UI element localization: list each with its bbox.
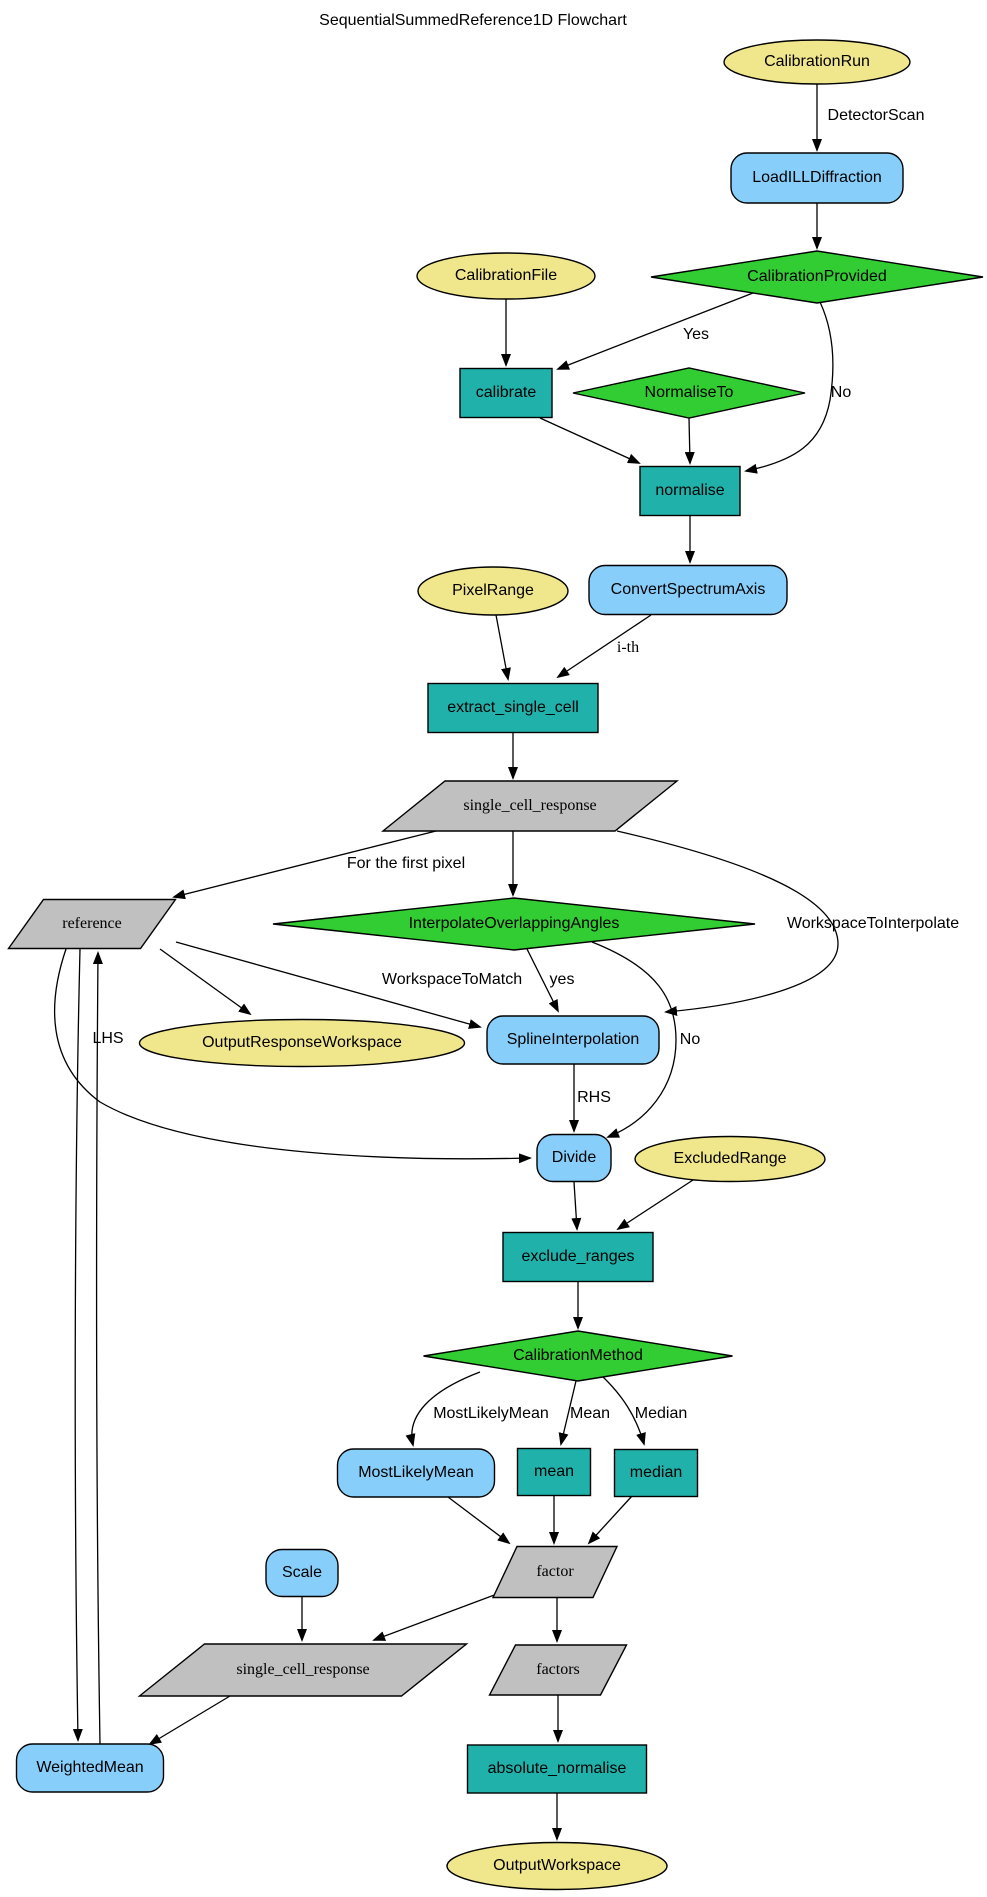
edge-label-single_cell_response_1-spline_interpolation: WorkspaceToInterpolate bbox=[786, 915, 960, 933]
node-divide bbox=[536, 1133, 612, 1183]
edge-label-calibration_provided-calibrate: Yes bbox=[682, 326, 710, 344]
edge-interpolate_overlapping_angles-spline_interpolation bbox=[526, 948, 559, 1013]
edge-calibration_provided-normalise bbox=[744, 301, 834, 474]
node-single_cell_response_2 bbox=[137, 1643, 469, 1697]
edge-single_cell_response_1-spline_interpolation bbox=[616, 830, 839, 1016]
edge-label-single_cell_response_1-reference: For the first pixel bbox=[346, 855, 466, 873]
node-label-exclude_ranges: exclude_ranges bbox=[521, 1248, 635, 1266]
node-label-output_workspace: OutputWorkspace bbox=[493, 1857, 621, 1875]
edge-most_likely_mean-factor bbox=[447, 1496, 511, 1545]
edge-reference-spline_interpolation bbox=[175, 941, 482, 1029]
edge-calibrate-normalise bbox=[539, 417, 641, 464]
node-label-calibrate: calibrate bbox=[475, 384, 537, 402]
edge-reference-weighted_mean bbox=[72, 948, 83, 1742]
node-label-load_ill_diffraction: LoadILLDiffraction bbox=[752, 169, 882, 187]
node-label-divide: Divide bbox=[551, 1149, 597, 1167]
node-label-factors: factors bbox=[536, 1661, 580, 1679]
node-label-calibration_method: CalibrationMethod bbox=[513, 1347, 643, 1365]
edge-excluded_range-exclude_ranges bbox=[616, 1179, 694, 1231]
node-label-normalise_to: NormaliseTo bbox=[644, 384, 734, 402]
edge-label-interpolate_overlapping_angles-divide: No bbox=[679, 1031, 701, 1049]
edge-label-calibration_method-most_likely_mean: MostLikelyMean bbox=[433, 1405, 549, 1423]
node-median bbox=[613, 1448, 699, 1498]
node-calibration_provided bbox=[650, 250, 984, 304]
node-label-most_likely_mean: MostLikelyMean bbox=[358, 1464, 474, 1482]
edge-label-spline_interpolation-divide: RHS bbox=[577, 1089, 611, 1107]
node-label-extract_single_cell: extract_single_cell bbox=[447, 699, 579, 717]
node-label-median: median bbox=[629, 1464, 683, 1482]
node-normalise bbox=[639, 465, 741, 517]
node-label-calibration_provided: CalibrationProvided bbox=[747, 268, 887, 286]
node-label-factor: factor bbox=[536, 1563, 574, 1581]
edge-calibration_method-median bbox=[601, 1375, 646, 1446]
edge-label-calibration_method-median: Median bbox=[634, 1405, 688, 1423]
edge-label-calibration_run-load_ill_diffraction: DetectorScan bbox=[827, 107, 925, 125]
node-label-reference: reference bbox=[62, 915, 122, 933]
node-label-calibration_run: CalibrationRun bbox=[764, 53, 870, 71]
edge-interpolate_overlapping_angles-divide bbox=[591, 941, 677, 1138]
edge-label-convert_spectrum_axis-extract_single_cell: i-th bbox=[616, 639, 640, 657]
edge-label-reference-spline_interpolation: WorkspaceToMatch bbox=[381, 971, 523, 989]
edge-calibration_method-most_likely_mean bbox=[405, 1371, 481, 1447]
node-label-interpolate_overlapping_angles: InterpolateOverlappingAngles bbox=[408, 915, 620, 933]
edge-calibration_provided-calibrate bbox=[556, 292, 754, 370]
node-calibrate bbox=[459, 367, 553, 419]
edge-reference-output_response_workspace bbox=[159, 948, 252, 1016]
node-output_workspace bbox=[446, 1841, 668, 1891]
edge-median-factor bbox=[587, 1495, 633, 1545]
node-label-calibration_file: CalibrationFile bbox=[454, 267, 558, 285]
node-factors bbox=[488, 1644, 628, 1696]
edge-label-reference-divide: LHS bbox=[92, 1030, 124, 1048]
node-label-output_response_workspace: OutputResponseWorkspace bbox=[202, 1034, 402, 1052]
node-output_response_workspace bbox=[138, 1018, 466, 1068]
node-spline_interpolation bbox=[486, 1015, 660, 1065]
edge-normalise_to-normalise bbox=[684, 417, 695, 465]
node-exclude_ranges bbox=[502, 1231, 654, 1283]
node-scale bbox=[265, 1548, 339, 1598]
node-load_ill_diffraction bbox=[730, 152, 904, 204]
edge-calibration_method-mean bbox=[558, 1380, 577, 1446]
edge-reference-divide bbox=[54, 948, 532, 1164]
node-absolute_normalise bbox=[466, 1744, 648, 1794]
edge-divide-exclude_ranges bbox=[571, 1181, 582, 1231]
node-calibration_run bbox=[723, 39, 911, 85]
node-reference bbox=[7, 898, 177, 950]
node-convert_spectrum_axis bbox=[588, 564, 788, 616]
node-pixel_range bbox=[417, 566, 569, 616]
node-label-mean: mean bbox=[533, 1463, 575, 1481]
edge-label-interpolate_overlapping_angles-spline_interpolation: yes bbox=[549, 971, 575, 989]
node-label-scale: Scale bbox=[281, 1564, 323, 1582]
node-label-spline_interpolation: SplineInterpolation bbox=[506, 1031, 640, 1049]
diagram-title: SequentialSummedReference1D Flowchart bbox=[319, 12, 627, 30]
edge-factor-single_cell_response_2 bbox=[372, 1593, 498, 1641]
node-single_cell_response_1 bbox=[381, 780, 679, 832]
node-normalise_to bbox=[572, 367, 806, 419]
node-extract_single_cell bbox=[427, 682, 599, 734]
edge-pixel_range-extract_single_cell bbox=[495, 614, 511, 681]
node-weighted_mean bbox=[15, 1743, 165, 1793]
node-factor bbox=[491, 1545, 619, 1599]
node-mean bbox=[516, 1447, 592, 1497]
node-interpolate_overlapping_angles bbox=[272, 897, 756, 951]
edge-single_cell_response_1-reference bbox=[172, 830, 437, 900]
node-label-absolute_normalise: absolute_normalise bbox=[487, 1760, 627, 1778]
node-label-excluded_range: ExcludedRange bbox=[673, 1150, 787, 1168]
edge-label-calibration_method-mean: Mean bbox=[569, 1405, 611, 1423]
node-calibration_file bbox=[416, 252, 596, 300]
node-label-single_cell_response_1: single_cell_response bbox=[463, 797, 597, 815]
node-calibration_method bbox=[423, 1330, 733, 1382]
node-label-normalise: normalise bbox=[655, 482, 725, 500]
edge-single_cell_response_2-weighted_mean bbox=[148, 1695, 231, 1746]
edge-convert_spectrum_axis-extract_single_cell bbox=[556, 614, 652, 679]
node-label-weighted_mean: WeightedMean bbox=[36, 1759, 144, 1777]
edge-label-calibration_provided-normalise: No bbox=[830, 384, 852, 402]
node-label-convert_spectrum_axis: ConvertSpectrumAxis bbox=[610, 581, 766, 599]
node-label-pixel_range: PixelRange bbox=[452, 582, 534, 600]
node-excluded_range bbox=[634, 1135, 826, 1183]
edge-weighted_mean-reference bbox=[92, 951, 103, 1745]
node-label-single_cell_response_2: single_cell_response bbox=[236, 1661, 370, 1679]
node-most_likely_mean bbox=[336, 1448, 496, 1498]
